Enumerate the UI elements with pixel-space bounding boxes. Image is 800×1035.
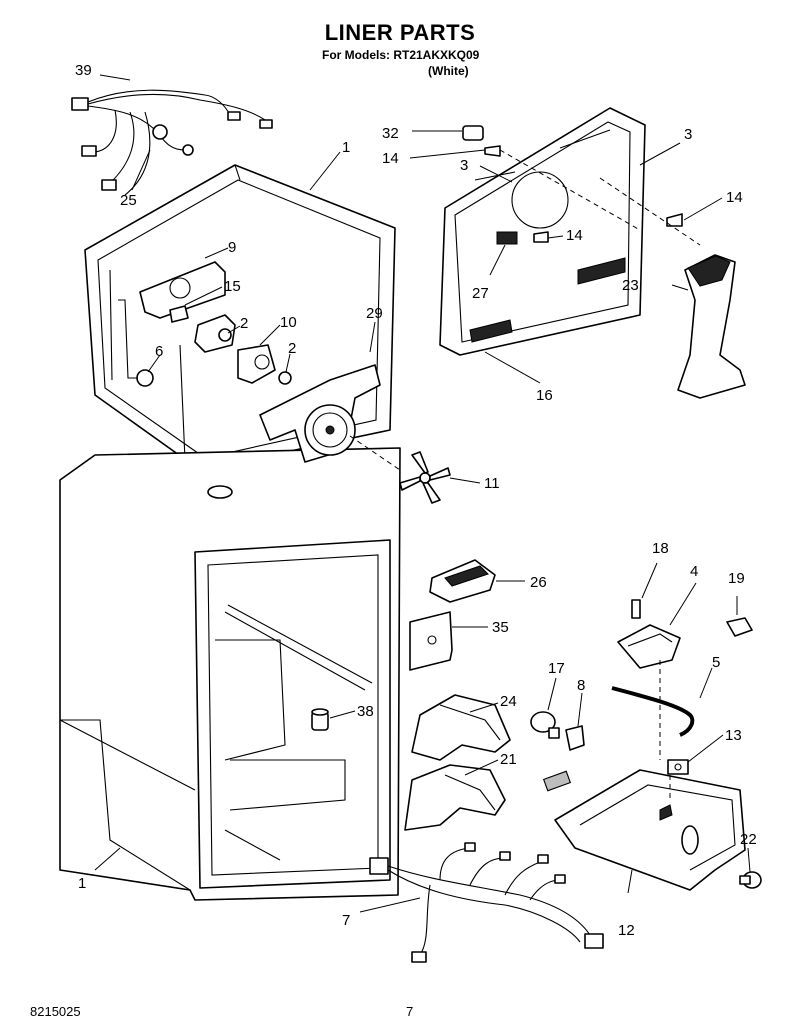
light-housing-24 [411,694,511,761]
sensor-parts [194,314,292,385]
callout-6: 6 [155,343,163,360]
callout-19: 19 [728,570,745,587]
fan-blade-11 [399,451,451,504]
callout-38: 38 [357,703,374,720]
callout-2-a: 2 [240,315,248,332]
socket-8 [565,725,585,751]
callout-labels: 39 25 1 32 14 3 3 14 14 23 27 9 15 6 2 1… [75,62,757,939]
callout-18: 18 [652,540,669,557]
callout-27: 27 [472,285,489,302]
control-housing-9 [139,261,226,323]
model-color: (White) [428,64,469,78]
light-housing-12 [542,769,746,891]
callout-16: 16 [536,387,553,404]
control-knob-6 [136,369,154,387]
callout-3-right: 3 [684,126,692,143]
bulb-17 [530,711,560,739]
callout-10: 10 [280,314,297,331]
callout-29: 29 [366,305,383,322]
callout-13: 13 [725,727,742,744]
fan-shroud-29 [259,364,381,463]
callout-8: 8 [577,677,585,694]
leader-lines [94,74,751,913]
wire-harness-39 [71,89,273,196]
callout-26: 26 [530,574,547,591]
fresh-food-liner [59,447,401,901]
screw-18 [631,599,641,619]
callout-22: 22 [740,831,757,848]
callout-23: 23 [622,277,639,294]
callout-14-c: 14 [566,227,583,244]
control-board-4 [617,624,681,669]
page-title: LINER PARTS [324,20,476,45]
cover-plate-35 [409,611,453,671]
callout-25: 25 [120,192,137,209]
callout-14-b: 14 [726,189,743,206]
crisper-control-26 [429,559,496,603]
callout-24: 24 [500,693,517,710]
callout-21: 21 [500,751,517,768]
tube-5 [611,686,695,737]
duct-bracket-23 [677,254,746,399]
callout-39: 39 [75,62,92,79]
callout-3-left: 3 [460,157,468,174]
callout-32: 32 [382,125,399,142]
callout-15: 15 [224,278,241,295]
rear-panel-assembly [439,107,646,356]
switch-13 [667,759,689,775]
callout-4: 4 [690,563,698,580]
page-number: 7 [406,1004,414,1019]
cap-38 [311,708,329,731]
fasteners [462,125,683,243]
callout-1-top: 1 [342,139,350,156]
callout-2-b: 2 [288,340,296,357]
callout-7: 7 [342,912,350,929]
callout-1-bottom: 1 [78,875,86,892]
callout-9: 9 [228,239,236,256]
callout-14-a: 14 [382,150,399,167]
document-number: 8215025 [30,1004,81,1019]
knob-22 [739,871,762,889]
callout-11: 11 [484,475,500,492]
callout-35: 35 [492,619,509,636]
callout-17: 17 [548,660,565,677]
callout-5: 5 [712,654,720,671]
light-shield-21 [404,764,506,831]
model-line: For Models: RT21AKXKQ09 [322,48,480,62]
wire-harness-7 [369,842,604,963]
part-19 [726,617,753,637]
callout-12: 12 [618,922,635,939]
